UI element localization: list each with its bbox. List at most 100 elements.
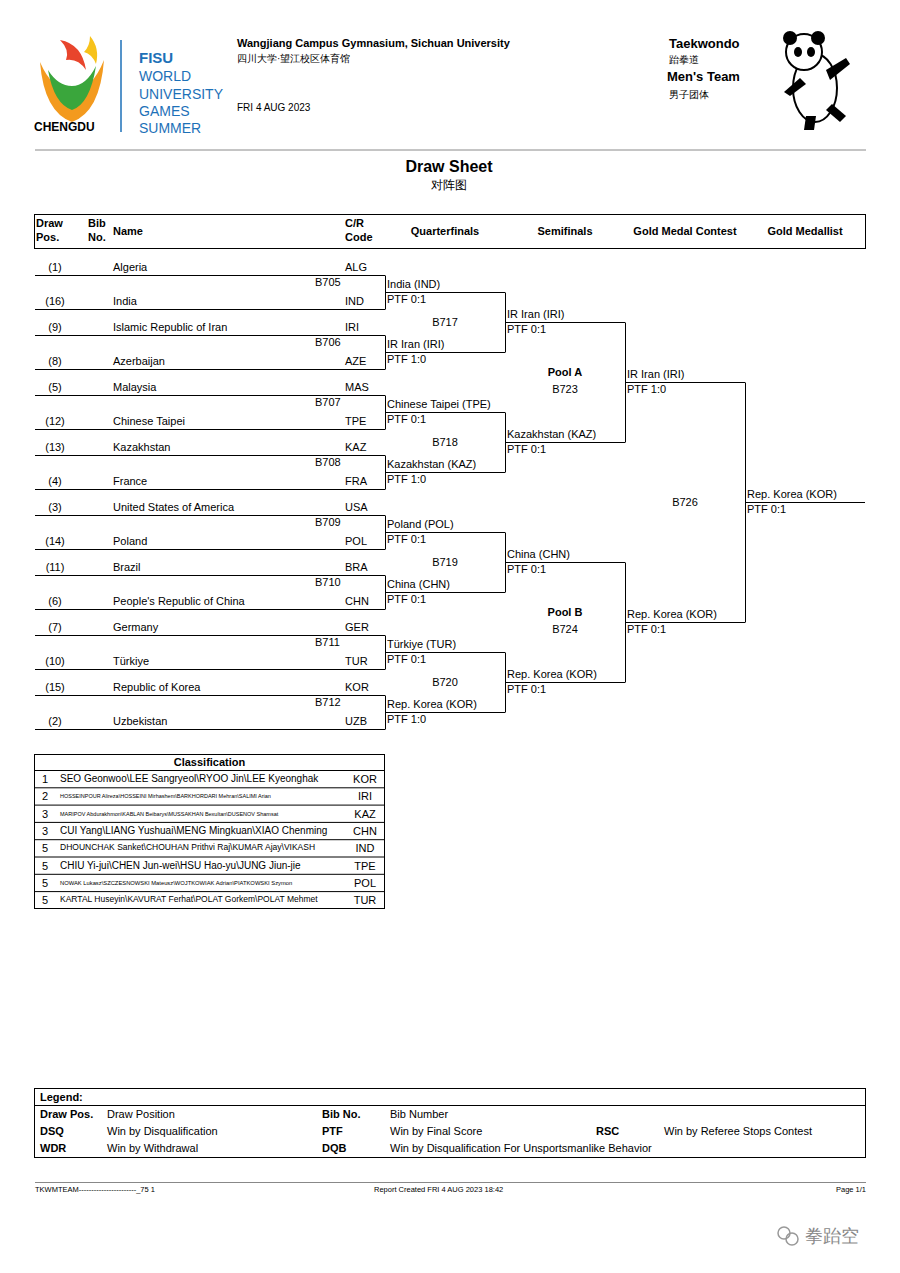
- match-score: PTF 0:1: [507, 323, 546, 336]
- pool-name: Pool A: [548, 366, 582, 379]
- team-line: [35, 729, 385, 730]
- match-score: PTF 0:1: [387, 653, 426, 666]
- event-name: Men's Team: [667, 70, 740, 85]
- country-code: GER: [345, 621, 369, 634]
- winner-name: Rep. Korea (KOR): [507, 668, 597, 681]
- legend-desc: Bib Number: [390, 1108, 448, 1121]
- logo-text: UNIVERSITY: [139, 86, 223, 102]
- winner-name: Chinese Taipei (TPE): [387, 398, 491, 411]
- rank-number: 5: [42, 842, 48, 855]
- bib-number: B724: [552, 623, 578, 636]
- table-row-line: [35, 891, 385, 892]
- team-name: Poland: [113, 535, 147, 548]
- draw-position: (10): [45, 655, 65, 668]
- match-score: PTF 0:1: [387, 413, 426, 426]
- country-code: TUR: [345, 655, 368, 668]
- country-code: ALG: [345, 261, 367, 274]
- legend-desc: Win by Disqualification: [107, 1125, 218, 1138]
- country-code: BRA: [345, 561, 368, 574]
- team-line: [35, 549, 385, 550]
- team-name: Türkiye: [113, 655, 149, 668]
- winner-name: China (CHN): [387, 578, 450, 591]
- legend-key: Draw Pos.: [40, 1108, 93, 1121]
- winner-name: IR Iran (IRI): [387, 338, 444, 351]
- column-header: C/R Code: [345, 217, 383, 245]
- legend-key: RSC: [596, 1125, 619, 1138]
- bib-number: B707: [315, 396, 341, 409]
- draw-position: (6): [48, 595, 61, 608]
- team-line: [35, 489, 385, 490]
- draw-position: (4): [48, 475, 61, 488]
- legend-desc: Draw Position: [107, 1108, 175, 1121]
- bib-number: B720: [432, 676, 458, 689]
- table-row-line: [35, 770, 385, 771]
- rank-number: 5: [42, 894, 48, 907]
- winner-name: IR Iran (IRI): [627, 368, 684, 381]
- draw-position: (16): [45, 295, 65, 308]
- winner-name: Kazakhstan (KAZ): [387, 458, 476, 471]
- winner-name: IR Iran (IRI): [507, 308, 564, 321]
- event-name: 男子团体: [669, 89, 709, 101]
- table-row-line: [35, 787, 385, 788]
- team-name: Islamic Republic of Iran: [113, 321, 227, 334]
- logo-text: GAMES: [139, 103, 190, 119]
- match-score: PTF 1:0: [387, 473, 426, 486]
- draw-position: (15): [45, 681, 65, 694]
- match-score: PTF 0:1: [507, 683, 546, 696]
- legend-key: PTF: [322, 1125, 343, 1138]
- draw-position: (7): [48, 621, 61, 634]
- legend-key: WDR: [40, 1142, 66, 1155]
- bib-number: B726: [672, 496, 698, 509]
- match-score: PTF 1:0: [627, 383, 666, 396]
- column-header: Quarterfinals: [411, 225, 479, 238]
- bib-number: B705: [315, 276, 341, 289]
- table-heading: Classification: [35, 755, 384, 770]
- team-line: [35, 669, 385, 670]
- team-name: Azerbaijan: [113, 355, 165, 368]
- winner-name: Rep. Korea (KOR): [747, 488, 837, 501]
- panda-mascot: [783, 31, 850, 130]
- watermark-icon: [778, 1227, 798, 1245]
- table-row-line: [35, 839, 385, 840]
- match-score: PTF 0:1: [747, 503, 786, 516]
- athlete-names: HOSSEINPOUR Alireza\HOSSEINI Mirhashem\B…: [60, 793, 271, 799]
- country-code: CHN: [353, 825, 377, 838]
- country-code: KOR: [345, 681, 369, 694]
- column-header: Gold Medallist: [767, 225, 842, 238]
- team-line: [35, 369, 385, 370]
- bib-number: B708: [315, 456, 341, 469]
- logo-text: FISU: [139, 49, 173, 66]
- rank-number: 2: [42, 790, 48, 803]
- team-line: [35, 309, 385, 310]
- country-code: POL: [354, 876, 376, 889]
- bib-number: B712: [315, 696, 341, 709]
- country-code: UZB: [345, 715, 367, 728]
- column-header: Name: [113, 225, 143, 238]
- logo-flame: [48, 66, 96, 110]
- rank-number: 3: [42, 825, 48, 838]
- logo-flame: [84, 36, 97, 64]
- venue-name: Wangjiang Campus Gymnasium, Sichuan Univ…: [237, 37, 510, 50]
- team-name: People's Republic of China: [113, 595, 245, 608]
- athlete-names: DHOUNCHAK Sanket\CHOUHAN Prithvi Raj\KUM…: [60, 843, 315, 853]
- rank-number: 1: [42, 773, 48, 786]
- draw-position: (13): [45, 441, 65, 454]
- match-score: PTF 0:1: [627, 623, 666, 636]
- bib-number: B717: [432, 316, 458, 329]
- match-score: PTF 0:1: [507, 443, 546, 456]
- draw-position: (1): [48, 261, 61, 274]
- logo-text: CHENGDU: [34, 121, 95, 135]
- draw-position: (5): [48, 381, 61, 394]
- column-header: Bib No.: [88, 217, 114, 245]
- legend-rule: [35, 1105, 866, 1106]
- rank-number: 5: [42, 859, 48, 872]
- legend-key: Bib No.: [322, 1108, 361, 1121]
- column-header: Semifinals: [537, 225, 592, 238]
- team-name: United States of America: [113, 501, 234, 514]
- logo-flame: [60, 40, 86, 70]
- draw-position: (8): [48, 355, 61, 368]
- legend-desc: Win by Withdrawal: [107, 1142, 198, 1155]
- match-score: PTF 1:0: [387, 353, 426, 366]
- athlete-names: NOWAK Lukasz\SZCZESNOWSKI Mateusz\WOJTKO…: [60, 879, 292, 886]
- match-score: PTF 0:1: [387, 533, 426, 546]
